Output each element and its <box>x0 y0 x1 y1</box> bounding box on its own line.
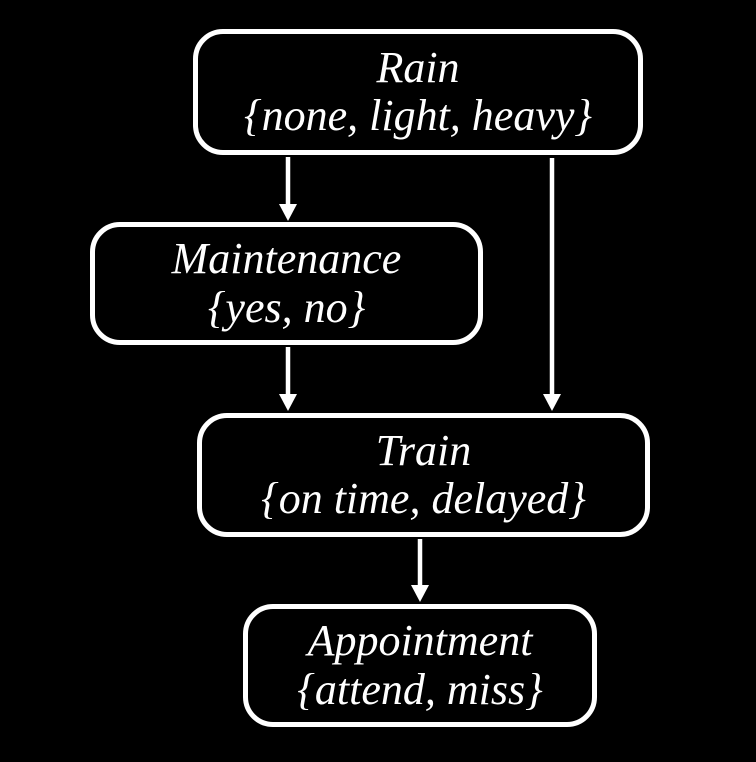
node-appointment-values: {attend, miss} <box>297 664 543 714</box>
edge-train-to-appointment <box>411 539 429 602</box>
node-appointment-label: Appointment <box>307 616 533 666</box>
edge-rain-to-maintenance <box>279 157 297 221</box>
edge-maintenance-to-train <box>279 347 297 411</box>
node-rain: Rain {none, light, heavy} <box>193 29 643 155</box>
node-appointment: Appointment {attend, miss} <box>243 604 597 727</box>
node-rain-label: Rain <box>376 42 460 92</box>
node-train: Train {on time, delayed} <box>197 413 650 537</box>
node-maintenance-values: {yes, no} <box>207 282 366 332</box>
node-rain-values: {none, light, heavy} <box>244 91 592 140</box>
node-maintenance: Maintenance {yes, no} <box>90 222 483 345</box>
node-train-label: Train <box>375 425 472 475</box>
edge-rain-to-train <box>543 158 561 411</box>
node-train-values: {on time, delayed} <box>261 474 586 523</box>
node-maintenance-label: Maintenance <box>171 234 402 284</box>
